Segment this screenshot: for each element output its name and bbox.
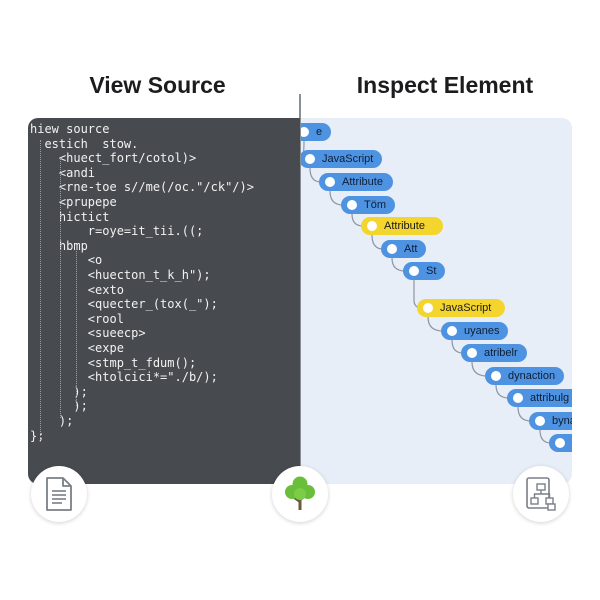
tree-connector	[517, 406, 532, 422]
code-line: estich stow.	[30, 136, 139, 151]
tree-node[interactable]: atribelr	[461, 344, 527, 362]
tree-node-label: Attribute	[384, 220, 425, 232]
node-dot-icon	[513, 393, 523, 403]
code-line: );	[30, 384, 88, 399]
node-dot-icon	[535, 416, 545, 426]
document-icon[interactable]	[31, 466, 87, 522]
tree-node[interactable]: JavaScript	[417, 299, 505, 317]
panel-divider	[299, 94, 301, 486]
tree-icon[interactable]	[272, 466, 328, 522]
code-line: <sueecp>	[30, 326, 146, 341]
code-line: <stmp_t_fdum();	[30, 355, 197, 370]
tree-node[interactable]: St	[403, 262, 446, 280]
node-dot-icon	[387, 244, 397, 254]
node-dot-icon	[301, 127, 309, 137]
code-line: <prupepe	[30, 195, 117, 209]
tree-node[interactable]: dynaction	[485, 367, 565, 385]
node-dot-icon	[305, 154, 315, 164]
indent-guide	[40, 140, 41, 440]
node-dot-icon	[491, 371, 501, 381]
dom-tree-icon[interactable]	[513, 466, 569, 522]
tree-connector	[495, 384, 510, 399]
tree-node-label: Att	[404, 243, 418, 255]
code-line: hbmp	[30, 238, 88, 253]
tree-node[interactable]: Attribute	[361, 217, 443, 235]
indent-guide	[76, 246, 77, 406]
tree-node[interactable]: Att	[381, 240, 427, 258]
tree-connector	[427, 316, 444, 332]
code-line: <expe	[30, 341, 124, 355]
tree-node[interactable]: bynam	[529, 412, 572, 430]
code-line: <exto	[30, 282, 124, 297]
tree-connector	[471, 361, 488, 377]
tree-node[interactable]: Töm	[341, 196, 395, 214]
tree-node-label: Töm	[364, 199, 386, 211]
code-line: <rne-toe s//me(/oc."/ck"/)>	[30, 180, 254, 195]
node-dot-icon	[367, 221, 377, 231]
code-line: r=oye=it_tii.((;	[30, 224, 204, 239]
tree-node[interactable]: E	[549, 434, 572, 452]
code-line: <rool	[30, 311, 124, 326]
code-line: <huect_fort/cotol)>	[30, 151, 197, 166]
code-line: hictict	[30, 209, 110, 224]
node-dot-icon	[423, 303, 433, 313]
code-line: hiew source	[30, 122, 110, 136]
tree-node-label: JavaScript	[440, 302, 492, 314]
node-dot-icon	[447, 326, 457, 336]
tree-node-label: uyanes	[464, 325, 500, 337]
tree-node-label: Attribute	[342, 176, 383, 188]
tree-connector	[329, 190, 344, 206]
source-code-panel[interactable]: hiew source estich stow. <huect_fort/cot…	[28, 118, 300, 484]
tree-node-label: bynam	[552, 415, 572, 427]
tree-node-label: atribelr	[484, 347, 518, 359]
code-line: <andi	[30, 165, 96, 180]
code-line: );	[30, 399, 88, 414]
tree-connector	[391, 257, 406, 272]
tree-node[interactable]: uyanes	[441, 322, 509, 340]
tree-node-label: dynaction	[508, 370, 556, 382]
code-line: );	[30, 414, 74, 428]
indent-guide	[60, 158, 61, 418]
node-dot-icon	[347, 200, 357, 210]
tree-node-label: St	[426, 265, 437, 277]
code-line: };	[30, 428, 45, 443]
tree-node-label: e	[316, 126, 323, 138]
view-source-heading: View Source	[89, 72, 226, 98]
node-dot-icon	[325, 177, 335, 187]
tree-node-label: attribulg	[530, 392, 570, 404]
code-line: <htolcici*="./b/);	[30, 370, 218, 385]
tree-node[interactable]: attribulg	[507, 389, 572, 407]
tree-node[interactable]: Attribute	[319, 173, 393, 191]
code-line: <quecter_(tox(_");	[30, 297, 218, 312]
code-line: <o	[30, 253, 103, 268]
node-dot-icon	[555, 438, 565, 448]
tree-node[interactable]: e	[301, 123, 332, 141]
code-line: <huecton_t_k_h");	[30, 268, 211, 282]
tree-node-label: JavaScript	[322, 153, 374, 165]
tree-node[interactable]: JavaScript	[301, 150, 383, 168]
inspect-element-heading: Inspect Element	[356, 72, 534, 98]
node-dot-icon	[409, 266, 419, 276]
node-dot-icon	[467, 348, 477, 358]
